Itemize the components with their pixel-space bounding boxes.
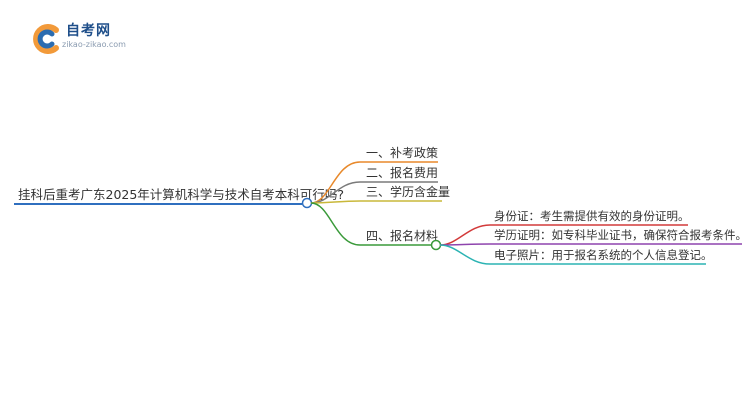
root-node-label: 挂科后重考广东2025年计算机科学与技术自考本科可行吗? bbox=[18, 187, 344, 202]
branch-curve-4 bbox=[310, 202, 432, 246]
logo-subtitle: zikao-zikao.com bbox=[62, 40, 126, 49]
logo-emblem-icon bbox=[33, 24, 59, 54]
branch-4-connector-dot[interactable] bbox=[430, 239, 442, 251]
branch-curve-1 bbox=[310, 161, 438, 204]
root-connector-dot[interactable] bbox=[301, 197, 313, 209]
leaf-label-2: 学历证明：如专科毕业证书，确保符合报考条件。 bbox=[494, 228, 747, 242]
leaf-curve-2 bbox=[439, 243, 742, 246]
leaf-label-3: 电子照片：用于报名系统的个人信息登记。 bbox=[494, 248, 713, 262]
logo-title: 自考网 bbox=[66, 23, 111, 39]
branch-label-3: 三、学历含金量 bbox=[366, 184, 450, 199]
branch-label-1: 一、补考政策 bbox=[366, 146, 438, 160]
branch-label-2: 二、报名费用 bbox=[366, 165, 438, 180]
leaf-curve-3 bbox=[439, 244, 706, 265]
branch-label-4: 四、报名材料 bbox=[366, 228, 438, 243]
branch-curve-3 bbox=[310, 200, 442, 204]
site-logo[interactable] bbox=[30, 22, 140, 56]
leaf-label-1: 身份证：考生需提供有效的身份证明。 bbox=[494, 209, 690, 223]
